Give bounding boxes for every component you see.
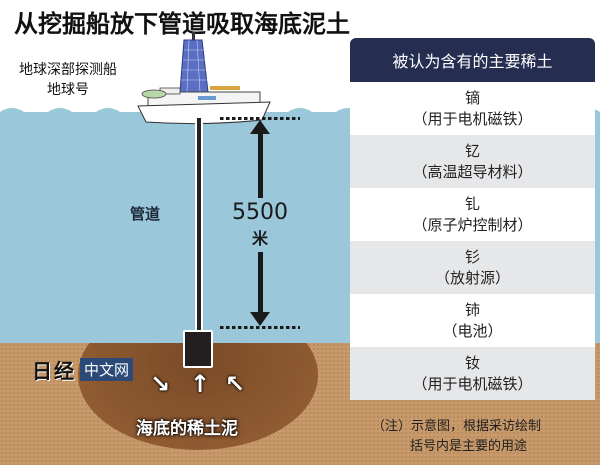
depth-unit: 米 bbox=[251, 229, 268, 248]
element-use: （电池） bbox=[442, 321, 503, 340]
table-row: 镝 （用于电机磁铁） bbox=[350, 82, 595, 135]
rare-earth-table: 被认为含有的主要稀土 镝 （用于电机磁铁） 钇 （高温超导材料） 钆 （原子炉控… bbox=[350, 38, 595, 412]
element-use: （放射源） bbox=[434, 268, 510, 287]
element-name: 钆 bbox=[464, 194, 480, 213]
footnote-line2: 括号内是主要的用途 bbox=[410, 439, 528, 454]
arrow-up-left-icon: ↖ bbox=[225, 370, 246, 398]
mud-label: 海底的稀土泥 bbox=[136, 419, 238, 439]
watermark: 日经 中文网 bbox=[32, 355, 134, 384]
pipe-label: 管道 bbox=[130, 205, 161, 223]
table-header: 被认为含有的主要稀土 bbox=[350, 38, 595, 82]
table-row: 铈 （电池） bbox=[350, 294, 595, 347]
table-row: 钐 （放射源） bbox=[350, 241, 595, 294]
arrow-down-icon bbox=[250, 312, 270, 326]
element-use: （高温超导材料） bbox=[412, 162, 533, 181]
element-name: 钇 bbox=[464, 141, 480, 160]
ship-label: 地球深部探测船 地球号 bbox=[8, 60, 128, 100]
arrow-up-icon bbox=[250, 120, 270, 134]
drilling-ship-icon bbox=[137, 32, 271, 125]
table-row: 钕 （用于电机磁铁） bbox=[350, 347, 595, 400]
arrow-down-right-icon: ↘ bbox=[150, 370, 171, 398]
depth-marker-bottom bbox=[220, 326, 300, 329]
depth-arrow-line-top bbox=[258, 130, 263, 198]
ship-label-line1: 地球深部探测船 bbox=[19, 62, 117, 78]
page-title: 从挖掘船放下管道吸取海底泥土 bbox=[14, 10, 350, 38]
pipe bbox=[195, 118, 203, 340]
element-name: 钐 bbox=[464, 247, 480, 266]
table-row: 钆 （原子炉控制材） bbox=[350, 188, 595, 241]
element-use: （用于电机磁铁） bbox=[412, 109, 533, 128]
element-use: （用于电机磁铁） bbox=[412, 374, 533, 393]
element-name: 铈 bbox=[464, 300, 480, 319]
element-name: 镝 bbox=[464, 88, 480, 107]
footnote: （注）示意图，根据采访绘制 括号内是主要的用途 bbox=[372, 417, 541, 457]
ship-label-line2: 地球号 bbox=[47, 82, 89, 98]
depth-marker-top bbox=[220, 117, 300, 120]
pipe-suction-head bbox=[183, 330, 213, 368]
element-use: （原子炉控制材） bbox=[412, 215, 533, 234]
element-name: 钕 bbox=[464, 353, 480, 372]
nikkei-logo: 日经 bbox=[32, 359, 76, 383]
arrow-up-icon: ↑ bbox=[190, 370, 211, 398]
depth-value: 5500 bbox=[232, 200, 288, 225]
table-row: 钇 （高温超导材料） bbox=[350, 135, 595, 188]
footnote-line1: （注）示意图，根据采访绘制 bbox=[372, 419, 542, 434]
watermark-badge: 中文网 bbox=[80, 358, 134, 381]
depth-arrow-line-bottom bbox=[258, 252, 263, 314]
